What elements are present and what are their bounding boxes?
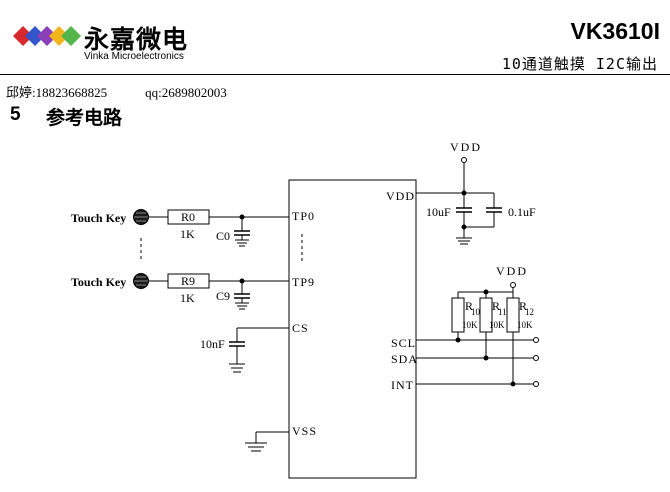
cap-cs-label: 10nF — [200, 337, 225, 351]
resistor-r9-value: 1K — [180, 291, 195, 305]
junction-gnd — [461, 224, 467, 230]
document-title: VK3610I — [570, 18, 660, 44]
resistor-r11-sub: 11 — [498, 307, 507, 317]
pin-vss: VSS — [292, 424, 317, 438]
resistor-r10-value: 10K — [462, 320, 478, 330]
pin-int: INT — [391, 378, 414, 392]
section-title: 参考电路 — [46, 107, 123, 129]
header-divider — [0, 74, 670, 75]
cap-c9-label: C9 — [216, 289, 230, 303]
ground-symbol-c0 — [235, 239, 249, 247]
ground-symbol-vdd — [456, 237, 472, 245]
qq-number: 2689802003 — [161, 85, 227, 100]
logo-diamond-purple — [37, 26, 57, 46]
pin-tp9: TP9 — [292, 275, 315, 289]
resistor-r0-value: 1K — [180, 227, 195, 241]
vdd-terminal-top — [461, 157, 467, 163]
cap-10uf-label: 10uF — [426, 205, 451, 219]
phone-number: 18823668825 — [35, 85, 108, 100]
cap-0p1uf-label: 0.1uF — [508, 205, 536, 219]
resistor-r9-name: R9 — [181, 274, 195, 288]
contact-line: 邱婷:18823668825 qq:2689802003 — [6, 82, 227, 101]
cap-c0-label: C0 — [216, 229, 230, 243]
logo-diamond-blue — [25, 26, 45, 46]
vdd-label-top: VDD — [450, 140, 482, 154]
pin-sda: SDA — [391, 352, 418, 366]
pin-vdd: VDD — [386, 189, 415, 203]
terminal-scl — [533, 337, 539, 343]
touch-pad-9 — [133, 273, 149, 289]
resistor-r11-name: R — [492, 299, 500, 313]
ground-symbol-vss — [245, 442, 267, 452]
resistor-r12-sub: 12 — [525, 307, 534, 317]
resistor-r12-name: R — [519, 299, 527, 313]
ground-symbol-cs — [229, 363, 245, 373]
terminal-sda — [533, 355, 539, 361]
resistor-r10-sub: 10 — [471, 307, 481, 317]
brand-logo — [13, 26, 81, 46]
chip-body — [288, 179, 417, 479]
qq-label: qq: — [145, 85, 162, 100]
brand-name-cn: 永嘉微电 — [84, 25, 189, 54]
resistor-r11-value: 10K — [489, 320, 505, 330]
resistor-r12-value: 10K — [517, 320, 533, 330]
phone-label: 邱婷: — [6, 85, 36, 100]
logo-diamond-red — [13, 26, 33, 46]
touch-key-label-9: Touch Key — [71, 275, 126, 289]
pin-cs: CS — [292, 321, 309, 335]
section-number: 5 — [10, 104, 21, 125]
ground-symbol-c9 — [235, 302, 249, 310]
document-subtitle: 10通道触摸 I2C输出 — [501, 55, 658, 73]
pin-tp0: TP0 — [292, 209, 315, 223]
touch-pad-0 — [133, 209, 149, 225]
resistor-r0-name: R0 — [181, 210, 195, 224]
logo-diamond-green — [61, 26, 81, 46]
logo-diamond-yellow — [49, 26, 69, 46]
vdd-label-pullup: VDD — [496, 264, 528, 278]
touch-key-label-0: Touch Key — [71, 211, 126, 225]
brand-name-en: Vinka Microelectronics — [84, 51, 184, 62]
pin-scl: SCL — [391, 336, 416, 350]
resistor-r10-name: R — [465, 299, 473, 313]
terminal-int — [533, 381, 539, 387]
vdd-terminal-pullup — [510, 282, 516, 288]
